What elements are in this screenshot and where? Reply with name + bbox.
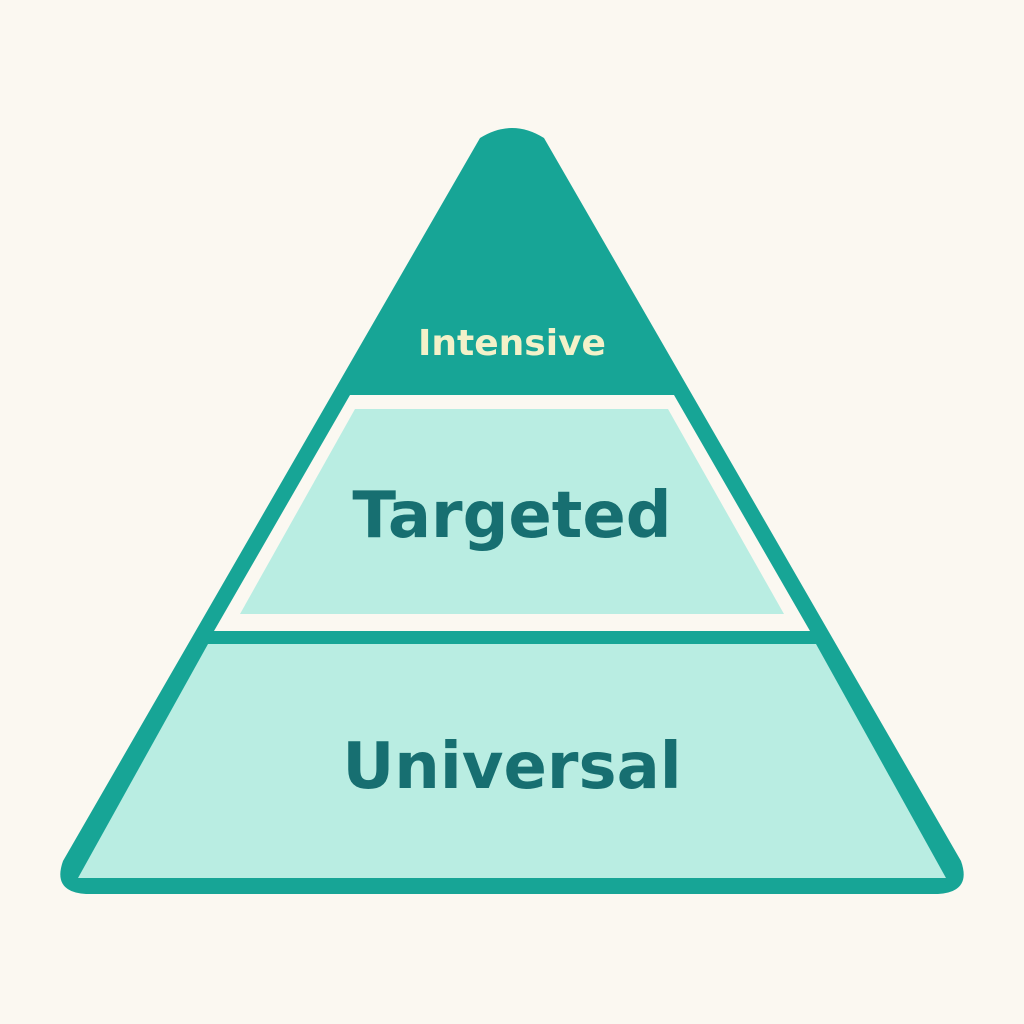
tier-bottom-shape (78, 644, 946, 878)
tier-top-label: Intensive (418, 323, 606, 364)
tier-middle-shape (240, 409, 784, 614)
tier-bottom-label: Universal (342, 730, 681, 804)
tier-middle-label: Targeted (352, 479, 671, 553)
